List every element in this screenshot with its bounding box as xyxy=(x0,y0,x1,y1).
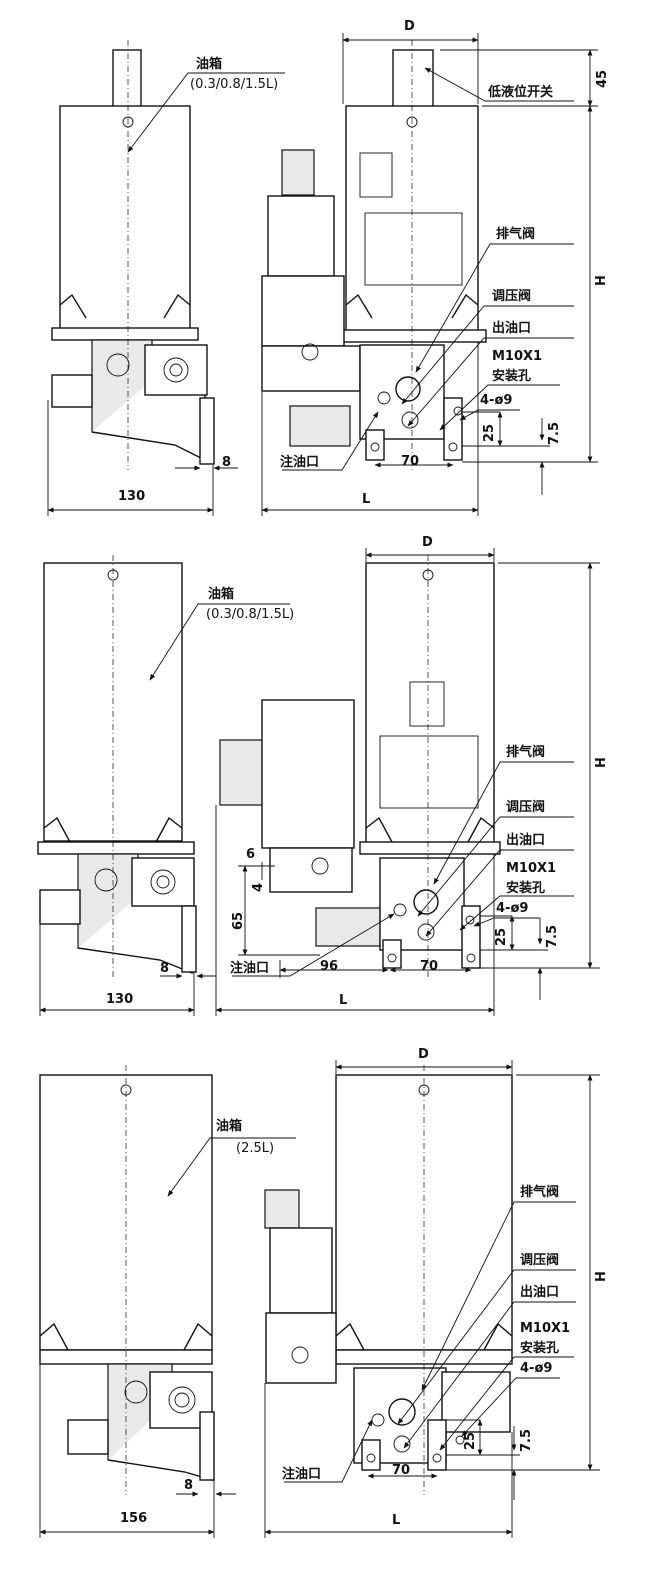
diagram-2: D H 7.5 25 70 96 L 130 xyxy=(37,535,609,1016)
d1-dim-25: 25 xyxy=(482,424,497,442)
d1-dim-45: 45 xyxy=(595,70,610,88)
d1-dim-d: D xyxy=(404,19,415,34)
d1-low-level-switch: 低液位开关 xyxy=(487,84,553,100)
d2-pressure-valve: 调压阀 xyxy=(506,799,545,815)
d1-side-view xyxy=(261,40,487,470)
d3-dim-25: 25 xyxy=(463,1432,478,1450)
d1-hole-spec: 4-ø9 xyxy=(480,393,512,408)
d3-dim-70: 70 xyxy=(392,1463,410,1478)
d3-hole-spec: 4-ø9 xyxy=(520,1361,552,1376)
diagram-1: D 45 H 7.5 25 70 L 130 xyxy=(47,19,610,516)
diagram-3: D H 7.5 25 70 L 156 8 xyxy=(39,1047,609,1538)
d2-side-view xyxy=(219,555,501,980)
d1-dim-l: L xyxy=(362,492,370,507)
d1-labels: 油箱 (0.3/0.8/1.5L) 低液位开关 排气阀 调压阀 出油口 M10X… xyxy=(127,56,574,471)
d1-mount-hole: 安装孔 xyxy=(492,368,531,384)
d3-dim-h: H xyxy=(594,1271,609,1282)
d2-front-view xyxy=(37,555,197,980)
d3-mount-hole: 安装孔 xyxy=(520,1340,559,1356)
d2-hole-spec: 4-ø9 xyxy=(496,901,528,916)
d1-dim-70: 70 xyxy=(401,454,419,469)
d3-vent-valve: 排气阀 xyxy=(520,1184,559,1200)
d1-tank-label: 油箱 xyxy=(196,56,222,72)
d2-dim-130: 130 xyxy=(106,992,133,1007)
d2-dimensions: D H 7.5 25 70 96 L 130 xyxy=(39,535,609,1016)
d2-mount-hole: 安装孔 xyxy=(506,880,545,896)
d2-dim-96: 96 xyxy=(320,959,338,974)
d1-pressure-valve: 调压阀 xyxy=(492,288,531,304)
d2-dim-4: 4 xyxy=(251,883,266,892)
d2-dim-70: 70 xyxy=(420,959,438,974)
d3-dim-l: L xyxy=(392,1513,400,1528)
d2-outlet: 出油口 xyxy=(506,832,545,848)
d2-dim-d: D xyxy=(422,535,433,550)
d3-dim-156: 156 xyxy=(120,1511,147,1526)
d2-dim-25: 25 xyxy=(494,928,509,946)
d2-dim-8: 8 xyxy=(160,961,169,976)
d1-dim-8: 8 xyxy=(222,455,231,470)
d2-dim-65: 65 xyxy=(231,912,246,930)
d1-thread-spec: M10X1 xyxy=(492,349,542,364)
d2-tank-capacity: (0.3/0.8/1.5L) xyxy=(206,607,294,622)
d1-front-view xyxy=(51,40,215,470)
d1-dim-7-5: 7.5 xyxy=(547,422,562,445)
d3-tank-label: 油箱 xyxy=(216,1118,242,1134)
d2-dim-6: 6 xyxy=(246,847,255,862)
d2-tank-label: 油箱 xyxy=(208,586,234,602)
d3-tank-capacity: (2.5L) xyxy=(236,1141,274,1156)
d1-dim-h: H xyxy=(594,275,609,286)
d1-fill-port: 注油口 xyxy=(280,454,319,470)
d3-dimensions: D H 7.5 25 70 L 156 8 xyxy=(39,1047,609,1538)
d2-vent-valve: 排气阀 xyxy=(506,744,545,760)
d1-outlet: 出油口 xyxy=(492,320,531,336)
d3-outlet: 出油口 xyxy=(520,1284,559,1300)
d1-vent-valve: 排气阀 xyxy=(496,226,535,242)
d3-thread-spec: M10X1 xyxy=(520,1321,570,1336)
d1-tank-capacity: (0.3/0.8/1.5L) xyxy=(190,77,278,92)
d2-thread-spec: M10X1 xyxy=(506,861,556,876)
d3-fill-port: 注油口 xyxy=(282,1466,321,1482)
d2-dim-7-5: 7.5 xyxy=(545,925,560,948)
d3-dim-d: D xyxy=(418,1047,429,1062)
d3-dim-7-5: 7.5 xyxy=(519,1429,534,1452)
d2-fill-port: 注油口 xyxy=(230,960,269,976)
d2-dim-l: L xyxy=(339,993,347,1008)
d1-dimensions: D 45 H 7.5 25 70 L 130 xyxy=(47,19,610,516)
d3-labels: 油箱 (2.5L) 排气阀 调压阀 出油口 M10X1 安装孔 4-ø9 注油口 xyxy=(167,1118,576,1483)
d3-pressure-valve: 调压阀 xyxy=(520,1252,559,1268)
d1-dim-130: 130 xyxy=(118,489,145,504)
d2-dim-h: H xyxy=(594,757,609,768)
d3-side-view xyxy=(264,1065,513,1495)
d3-front-view xyxy=(39,1065,215,1495)
d2-labels: 油箱 (0.3/0.8/1.5L) 排气阀 调压阀 出油口 M10X1 安装孔 … xyxy=(149,586,574,977)
d3-dim-8: 8 xyxy=(184,1478,193,1493)
